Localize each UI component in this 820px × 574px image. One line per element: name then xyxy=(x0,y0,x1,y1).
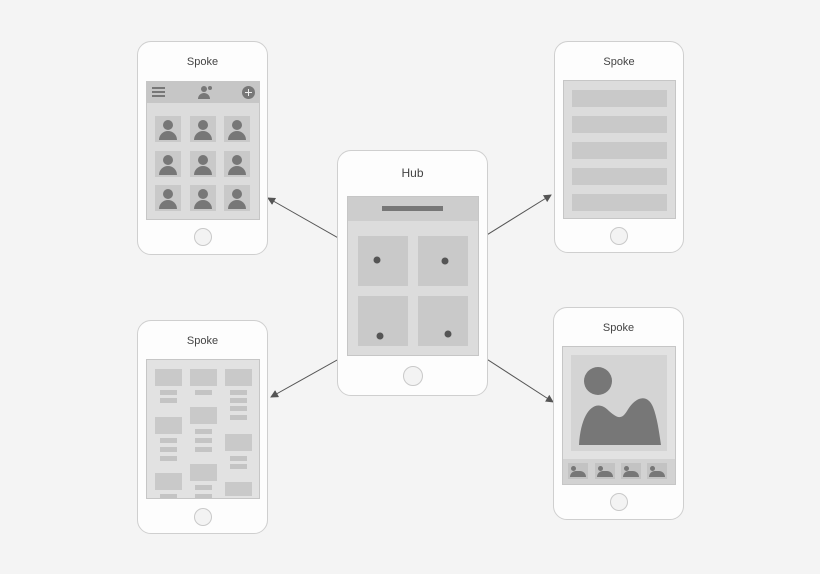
hub-module-tile xyxy=(358,296,408,346)
hub-module-tile xyxy=(358,236,408,286)
user-avatar-icon xyxy=(224,185,250,211)
thumbnail-image-icon xyxy=(595,463,615,479)
list-row xyxy=(572,168,667,185)
card-text-line xyxy=(160,494,177,498)
plus-icon xyxy=(242,86,255,99)
user-avatar-icon xyxy=(224,116,250,142)
card-text-line xyxy=(195,438,212,443)
card-image xyxy=(190,369,217,386)
user-avatar-icon xyxy=(190,185,216,211)
spoke-toolbar xyxy=(147,82,259,103)
card-text-line xyxy=(160,438,177,443)
card-image xyxy=(225,482,252,496)
spoke-title: Spoke xyxy=(186,56,219,68)
menu-icon xyxy=(152,86,165,99)
hub-module-tile xyxy=(418,236,468,286)
hub-phone: Hub xyxy=(337,150,488,396)
spoke-screen xyxy=(563,80,676,219)
card-text-line xyxy=(160,456,177,461)
thumbnail-image-icon xyxy=(647,463,667,479)
home-button xyxy=(194,508,212,526)
spoke-phone-bottom-left: Spoke xyxy=(137,320,268,534)
card-image xyxy=(225,369,252,386)
thumbnail-image-icon xyxy=(568,463,588,479)
hub-title-placeholder xyxy=(382,206,443,211)
card-text-line xyxy=(160,390,177,395)
card-text-line xyxy=(230,398,247,403)
hub-module-tile xyxy=(418,296,468,346)
home-button xyxy=(403,366,423,386)
card-text-line xyxy=(230,390,247,395)
card-text-line xyxy=(160,447,177,452)
spoke-title: Spoke xyxy=(602,322,635,334)
hub-screen xyxy=(347,196,479,356)
user-avatar-icon xyxy=(224,151,250,177)
card-image xyxy=(225,434,252,451)
user-avatar-icon xyxy=(155,185,181,211)
spoke-title: Spoke xyxy=(186,335,219,347)
card-image xyxy=(190,464,217,481)
card-image xyxy=(155,417,182,434)
thumbnail-image-icon xyxy=(621,463,641,479)
list-row xyxy=(572,142,667,159)
user-avatar-icon xyxy=(190,116,216,142)
image-placeholder-icon xyxy=(579,367,661,445)
list-row xyxy=(572,194,667,211)
card-text-line xyxy=(195,447,212,452)
card-text-line xyxy=(230,415,247,420)
spoke-screen xyxy=(146,359,260,499)
home-button xyxy=(194,228,212,246)
card-text-line xyxy=(195,390,212,395)
hub-header-bar xyxy=(348,197,478,221)
add-user-icon xyxy=(198,86,212,100)
spoke-screen xyxy=(562,346,676,485)
card-text-line xyxy=(230,456,247,461)
user-avatar-icon xyxy=(190,151,216,177)
list-row xyxy=(572,90,667,107)
card-text-line xyxy=(195,494,212,498)
spoke-phone-top-right: Spoke xyxy=(554,41,684,253)
card-text-line xyxy=(230,464,247,469)
card-image xyxy=(155,473,182,490)
home-button xyxy=(610,227,628,245)
user-avatar-icon xyxy=(155,151,181,177)
thumbnail-strip xyxy=(563,459,675,484)
card-text-line xyxy=(160,398,177,403)
list-row xyxy=(572,116,667,133)
spoke-title: Spoke xyxy=(603,56,635,68)
card-image xyxy=(155,369,182,386)
user-avatar-icon xyxy=(155,116,181,142)
spoke-phone-bottom-right: Spoke xyxy=(553,307,684,520)
featured-image xyxy=(571,355,667,451)
card-text-line xyxy=(230,406,247,411)
card-text-line xyxy=(195,485,212,490)
spoke-phone-top-left: Spoke xyxy=(137,41,268,255)
card-text-line xyxy=(195,429,212,434)
card-image xyxy=(190,407,217,424)
hub-title: Hub xyxy=(401,166,424,180)
home-button xyxy=(610,493,628,511)
spoke-screen xyxy=(146,81,260,220)
